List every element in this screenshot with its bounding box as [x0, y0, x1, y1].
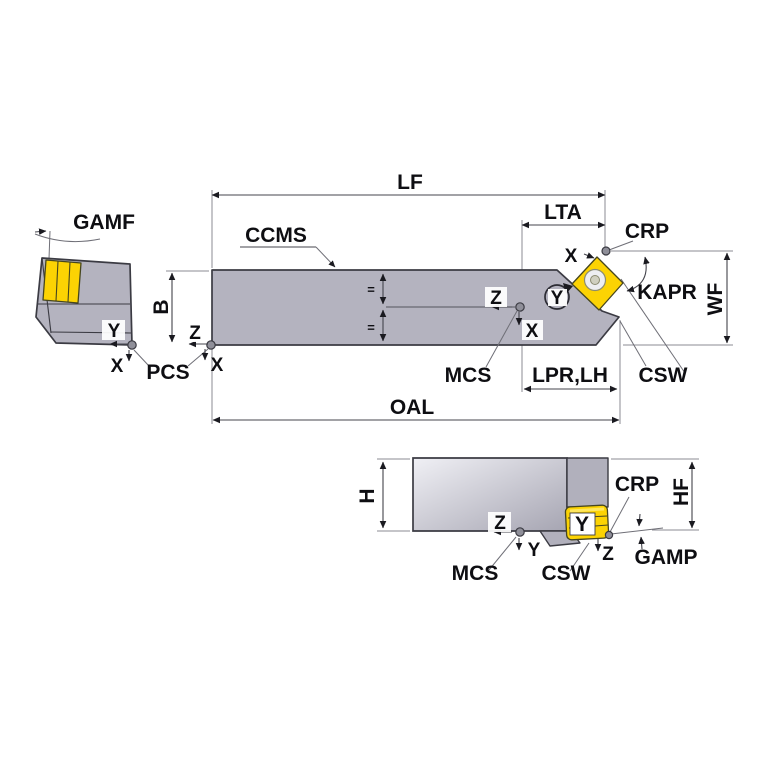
- pcs-z-label: Z: [189, 323, 201, 344]
- pcs-point-side: [206, 340, 216, 350]
- end-view: Y X GAMF: [34, 211, 137, 377]
- insert-segment-line: [67, 261, 71, 303]
- end-x-label: X: [111, 356, 124, 377]
- insert-highlight: [569, 507, 605, 513]
- label-wf: WF: [704, 283, 727, 316]
- end-y-label: Y: [108, 321, 121, 342]
- label-kapr: KAPR: [637, 281, 697, 304]
- gamp-arrow-up: [638, 536, 645, 550]
- crp-point-plan: [604, 530, 614, 540]
- label-h: H: [356, 488, 379, 503]
- label-csw-plan: CSW: [542, 562, 591, 585]
- insert-end: [42, 259, 82, 304]
- label-pcs: PCS: [146, 361, 189, 384]
- mcs-x-label: X: [526, 321, 539, 342]
- y-axis-box: [569, 512, 596, 536]
- label-crp-side: CRP: [625, 220, 669, 243]
- x-axis-box: [522, 320, 543, 340]
- z-axis-box: [183, 322, 206, 342]
- z-axis-box: [485, 287, 507, 307]
- gamf-extension-line: [48, 230, 51, 260]
- gamp-reference-line: [610, 527, 664, 535]
- y-axis-box: [102, 320, 125, 340]
- equal-mark: =: [367, 320, 375, 335]
- kapr-angle-arc: [626, 256, 650, 293]
- mcs-z-label: Z: [490, 288, 502, 309]
- insert-screw: [590, 275, 600, 285]
- label-lf: LF: [397, 171, 423, 194]
- crp-leader: [608, 240, 634, 251]
- side-view: = = Y Z X Z X X: [133, 171, 733, 424]
- insert-x-label: X: [565, 246, 578, 267]
- gamp-arrow-down: [636, 513, 643, 527]
- plan-mcs-z-label: Z: [494, 513, 506, 534]
- label-gamp: GAMP: [635, 546, 698, 569]
- plan-view: Y Z Y Z H HF CRP GAMP MCS CSW: [356, 457, 699, 585]
- crp-leader: [609, 496, 630, 533]
- pcs-x-label: X: [211, 355, 224, 376]
- gamf-arc: [34, 233, 101, 243]
- label-gamf: GAMF: [73, 211, 135, 234]
- equal-mark: =: [367, 282, 375, 297]
- insert-y-label: Y: [575, 513, 589, 536]
- csw-leader: [569, 542, 590, 572]
- gamf-arrow: [34, 228, 47, 235]
- pcs-point-end: [127, 340, 137, 350]
- label-lta: LTA: [544, 201, 582, 224]
- mcs-leader: [488, 536, 517, 571]
- insert-segment-line: [55, 260, 59, 302]
- y-axis-label: Y: [551, 288, 564, 309]
- label-mcs-side: MCS: [445, 364, 492, 387]
- y-rotation-symbol: [544, 284, 570, 310]
- label-hf: HF: [670, 478, 693, 506]
- mcs-point-side: [515, 302, 525, 312]
- plan-tip-z-label: Z: [602, 544, 614, 565]
- label-lpr-lh: LPR,LH: [532, 364, 608, 387]
- mcs-point-plan: [515, 527, 525, 537]
- plan-mcs-y-label: Y: [528, 540, 541, 561]
- z-axis-box: [488, 512, 511, 532]
- mcs-leader: [485, 310, 518, 368]
- x-axis-box: [559, 245, 582, 265]
- insert-x-axis-arrow: [583, 252, 595, 259]
- label-b: B: [150, 299, 173, 314]
- tool-head-plan: [566, 457, 609, 508]
- label-oal: OAL: [390, 396, 435, 419]
- label-ccms: CCMS: [245, 224, 307, 247]
- label-crp-plan: CRP: [615, 473, 659, 496]
- cutting-edge-reference-line: [620, 278, 686, 374]
- csw-leader: [619, 320, 647, 367]
- ccms-leader: [315, 246, 336, 268]
- label-csw-side: CSW: [639, 364, 688, 387]
- crp-point-side: [601, 246, 611, 256]
- y-axis-box: [548, 289, 567, 306]
- label-mcs-plan: MCS: [452, 562, 499, 585]
- pcs-leader-left: [133, 349, 150, 367]
